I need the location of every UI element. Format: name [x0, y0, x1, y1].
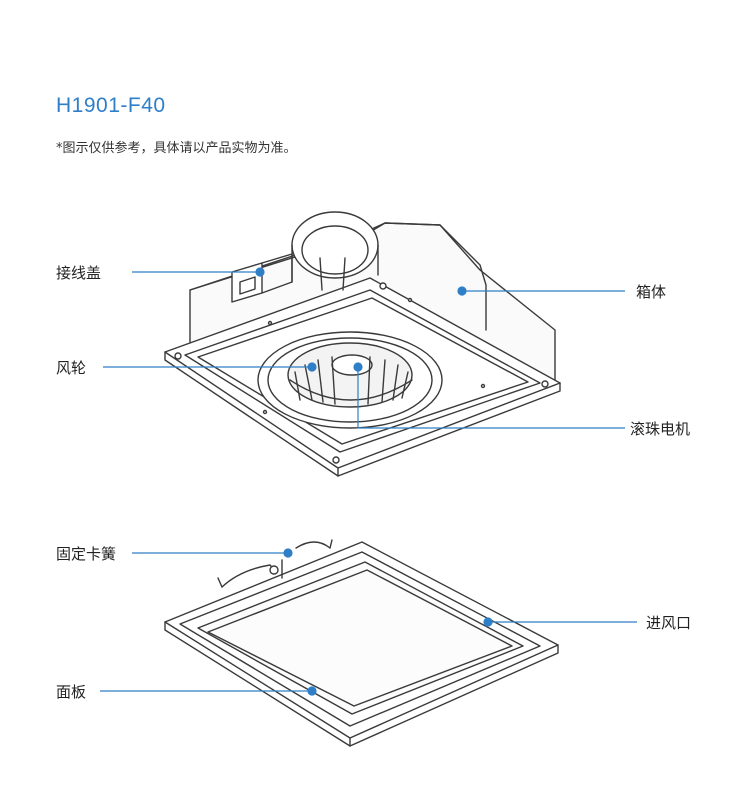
spring-clips [217, 539, 333, 588]
flange-screws [174, 282, 549, 464]
ball-motor-leader [357, 367, 625, 429]
air-inlet-dot [483, 617, 493, 627]
label-wiring-cover: 接线盖 [56, 264, 102, 282]
fan-wheel [257, 331, 443, 429]
panel-dot [307, 686, 317, 696]
fan-wheel-dot [307, 362, 317, 372]
label-spring-clip: 固定卡簧 [56, 545, 117, 563]
wiring-cover-dot [255, 267, 265, 277]
label-panel: 面板 [56, 683, 87, 701]
ball-motor-dot [353, 362, 363, 372]
spring-clip-dot [283, 548, 293, 558]
wiring-cover-box [231, 253, 293, 303]
label-air-inlet: 进风口 [646, 614, 692, 632]
model-title: H1901-F40 [56, 94, 166, 117]
label-housing: 箱体 [636, 283, 667, 301]
housing-dot [457, 286, 467, 296]
label-ball-motor: 滚珠电机 [630, 420, 691, 438]
label-fan-wheel: 风轮 [56, 359, 87, 377]
panel-body [164, 541, 559, 747]
disclaimer-note: *图示仅供参考，具体请以产品实物为准。 [56, 141, 297, 156]
